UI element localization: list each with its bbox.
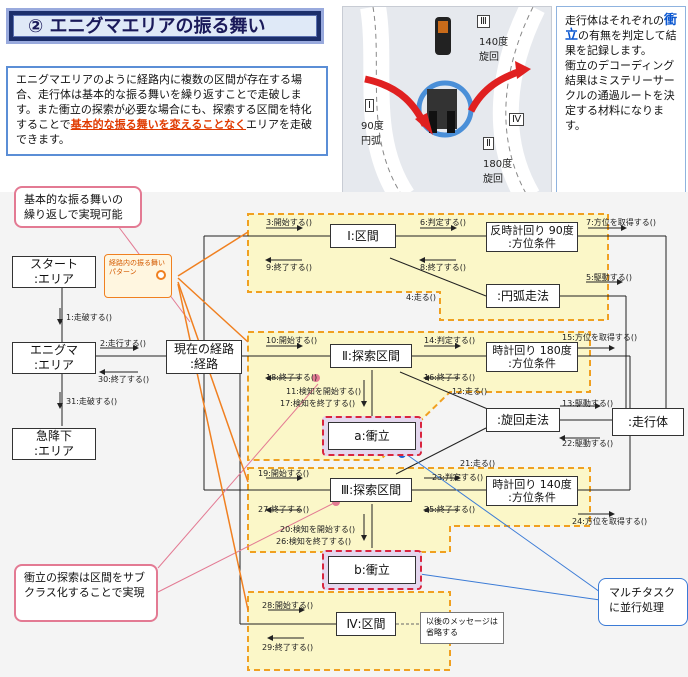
callout-subclass: 衝立の探索は区間をサブクラス化することで実現: [14, 564, 158, 622]
callout-basic: 基本的な振る舞いの繰り返しで実現可能: [14, 186, 142, 228]
msg-18: 18:終了する(): [266, 373, 318, 382]
memo-note: 以後のメッセージは省略する: [420, 612, 504, 644]
object-cond-90: 反時計回り 90度 :方位条件: [486, 222, 578, 252]
msg-6: 6:判定する(): [420, 218, 467, 227]
photo-label-2-desc: 180度 旋回: [483, 159, 513, 185]
notes-p1b: 衝立: [565, 13, 678, 43]
msg-26: 26:検知を終了する(): [276, 537, 352, 546]
object-cond-180: 時計回り 180度 :方位条件: [486, 342, 578, 372]
msg-22: 22:駆動する(): [562, 439, 614, 448]
msg-27: 27:終了する(): [258, 505, 310, 514]
object-fall-area: 急降下 :エリア: [12, 428, 96, 460]
photo-label-3: Ⅲ: [477, 15, 490, 28]
object-turn-drive: :旋回走法: [486, 408, 560, 432]
msg-1: 1:走破する(): [66, 313, 113, 322]
object-arc-drive: :円弧走法: [486, 284, 560, 308]
msg-23: 23:判定する(): [432, 473, 484, 482]
msg-8: 8:終了する(): [420, 263, 467, 272]
object-enigma-area: エニグマ :エリア: [12, 342, 96, 374]
msg-4: 4:走る(): [406, 293, 437, 302]
msg-11: 11:検知を開始する(): [286, 387, 362, 396]
photo-label-2: Ⅱ: [483, 137, 494, 150]
msg-10: 10:開始する(): [266, 336, 318, 345]
intro-text: エニグマエリアのように経路内に複数の区間が存在する場合、走行体は基本的な振る舞い…: [6, 66, 328, 156]
object-vehicle: :走行体: [612, 408, 684, 436]
msg-14: 14:判定する(): [424, 336, 476, 345]
object-wall-a-frame: a:衝立: [322, 416, 422, 456]
intro-part1: エニグマエリアのように経路内に複数の区間が存在する場合、走行体は基本的な振る舞い…: [16, 73, 312, 131]
object-wall-b-frame: b:衝立: [322, 550, 422, 590]
intro-highlight: 基本的な振る舞いを変えることなく: [70, 118, 247, 131]
object-start-area: スタート :エリア: [12, 256, 96, 288]
object-wall-b: b:衝立: [328, 556, 416, 584]
pattern-tag-text: 経路内の振る舞いパターン: [109, 259, 165, 276]
msg-24: 24:方位を取得する(): [572, 517, 648, 526]
tag-ring-icon: [156, 270, 166, 280]
msg-9: 9:終了する(): [266, 263, 313, 272]
object-section-4: Ⅳ:区間: [336, 612, 396, 636]
object-wall-a: a:衝立: [328, 422, 416, 450]
page-title: ② エニグマエリアの振る舞い: [13, 15, 317, 37]
notes-p1c: の有無を判定して結果を記録します。: [565, 29, 677, 57]
notes-p1a: 走行体はそれぞれの: [565, 14, 664, 27]
msg-28: 28:開始する(): [262, 601, 314, 610]
object-cond-140: 時計回り 140度 :方位条件: [486, 476, 578, 506]
msg-17: 17:検知を終了する(): [280, 399, 356, 408]
course-illustration: Ⅲ 140度 旋回 Ⅰ 90度 円弧 Ⅱ 180度 旋回 Ⅳ: [342, 6, 552, 198]
notes-p2: 衝立のデコーディング結果はミステリーサークルの通過ルートを決定する材料になります…: [565, 59, 675, 132]
page-title-frame: ② エニグマエリアの振る舞い: [6, 8, 324, 44]
msg-31: 31:走破する(): [66, 397, 118, 406]
msg-19: 19:開始する(): [258, 469, 310, 478]
object-current-route: 現在の経路 :経路: [166, 340, 242, 374]
notes-box: 走行体はそれぞれの衝立の有無を判定して結果を記録します。衝立のデコーディング結果…: [556, 6, 686, 196]
photo-label-4: Ⅳ: [509, 113, 525, 126]
msg-21: 21:走る(): [460, 459, 496, 468]
msg-3: 3:開始する(): [266, 218, 313, 227]
communication-diagram: 基本的な振る舞いの繰り返しで実現可能 衝立の探索は区間をサブクラス化することで実…: [0, 186, 688, 677]
object-section-1: Ⅰ:区間: [330, 224, 396, 248]
msg-2: 2:走行する(): [100, 339, 147, 348]
msg-15: 15:方位を取得する(): [562, 333, 638, 342]
msg-25: 25:終了する(): [424, 505, 476, 514]
msg-29: 29:終了する(): [262, 643, 314, 652]
msg-5: 5:駆動する(): [586, 273, 633, 282]
photo-label-3-desc: 140度 旋回: [479, 37, 509, 63]
msg-12: 12:走る(): [452, 387, 488, 396]
intro-part2: エリアを走破できます。: [16, 118, 313, 146]
msg-7: 7:方位を取得する(): [586, 218, 657, 227]
msg-30: 30:終了する(): [98, 375, 150, 384]
msg-13: 13:駆動する(): [562, 399, 614, 408]
photo-label-1-desc: 90度 円弧: [361, 121, 384, 147]
msg-20: 20:検知を開始する(): [280, 525, 356, 534]
object-section-2: Ⅱ:探索区間: [330, 344, 412, 368]
msg-16: 16:終了する(): [424, 373, 476, 382]
photo-label-1: Ⅰ: [365, 99, 374, 112]
callout-multitask: マルチタスクに並行処理: [598, 578, 688, 626]
object-section-3: Ⅲ:探索区間: [330, 478, 412, 502]
course-illustration-svg: [360, 7, 545, 197]
